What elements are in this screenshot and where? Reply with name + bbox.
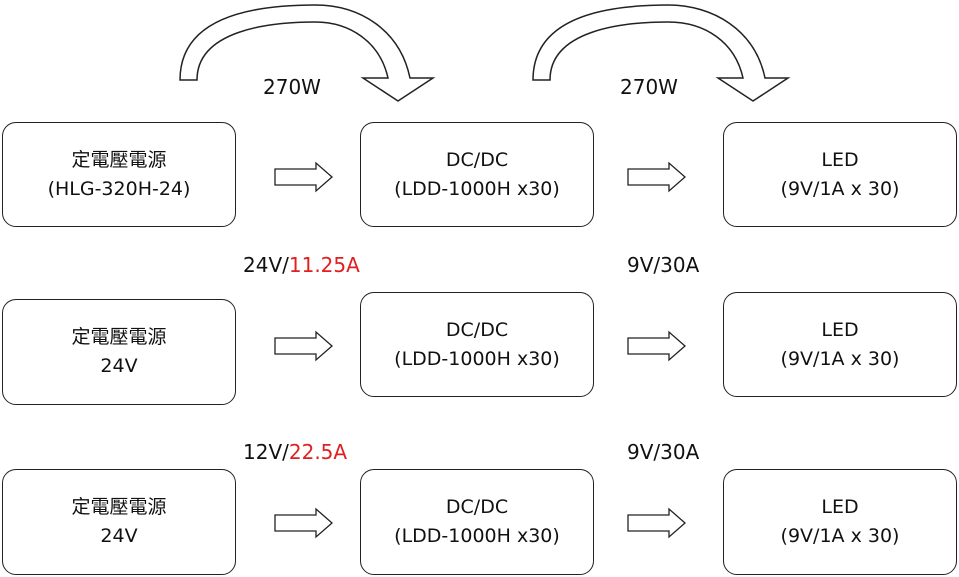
dcdc-converter-box: DC/DC (LDD-1000H x30) bbox=[360, 469, 594, 575]
input-current: 22.5A bbox=[288, 440, 348, 464]
box-subtitle: 24V bbox=[100, 525, 138, 547]
led-box: LED (9V/1A x 30) bbox=[723, 469, 957, 575]
power-supply-box: 定電壓電源 24V bbox=[2, 299, 236, 405]
input-rating-label: 24V/11.25A bbox=[243, 253, 360, 277]
power-supply-box: 定電壓電源 24V bbox=[2, 469, 236, 575]
curved-arrow-icon bbox=[532, 4, 791, 102]
box-subtitle: (LDD-1000H x30) bbox=[394, 525, 560, 547]
right-arrow-icon bbox=[274, 330, 333, 362]
box-title: LED bbox=[821, 148, 859, 171]
input-voltage: 24V/ bbox=[243, 253, 289, 277]
box-title: 定電壓電源 bbox=[71, 496, 167, 518]
box-subtitle: (HLG-320H-24) bbox=[47, 177, 191, 200]
box-subtitle: (9V/1A x 30) bbox=[780, 525, 900, 547]
input-rating-label: 12V/22.5A bbox=[243, 440, 347, 464]
box-title: 定電壓電源 bbox=[71, 148, 167, 171]
output-rating-label: 9V/30A bbox=[627, 440, 700, 464]
right-arrow-icon bbox=[627, 330, 686, 362]
box-title: DC/DC bbox=[445, 318, 509, 341]
input-current: 11.25A bbox=[288, 253, 360, 277]
led-box: LED (9V/1A x 30) bbox=[723, 122, 957, 227]
input-voltage: 12V/ bbox=[243, 440, 289, 464]
dcdc-converter-box: DC/DC (LDD-1000H x30) bbox=[360, 292, 594, 397]
curved-arrow-icon bbox=[179, 4, 436, 102]
right-arrow-icon bbox=[627, 507, 686, 539]
dcdc-converter-box: DC/DC (LDD-1000H x30) bbox=[360, 122, 594, 227]
output-rating-label: 9V/30A bbox=[627, 253, 700, 277]
right-arrow-icon bbox=[274, 507, 333, 539]
box-subtitle: (9V/1A x 30) bbox=[780, 177, 900, 200]
box-subtitle: (9V/1A x 30) bbox=[780, 347, 900, 370]
box-title: LED bbox=[821, 318, 859, 341]
led-box: LED (9V/1A x 30) bbox=[723, 292, 957, 397]
power-label: 270W bbox=[263, 75, 321, 99]
box-subtitle: (LDD-1000H x30) bbox=[394, 177, 560, 200]
box-subtitle: (LDD-1000H x30) bbox=[394, 347, 560, 370]
power-label: 270W bbox=[620, 75, 678, 99]
box-subtitle: 24V bbox=[100, 355, 138, 377]
right-arrow-icon bbox=[627, 161, 686, 193]
power-supply-box: 定電壓電源 (HLG-320H-24) bbox=[2, 122, 236, 227]
box-title: DC/DC bbox=[445, 148, 509, 171]
box-title: 定電壓電源 bbox=[71, 326, 167, 348]
right-arrow-icon bbox=[274, 161, 333, 193]
box-title: LED bbox=[821, 496, 859, 518]
box-title: DC/DC bbox=[445, 496, 509, 518]
